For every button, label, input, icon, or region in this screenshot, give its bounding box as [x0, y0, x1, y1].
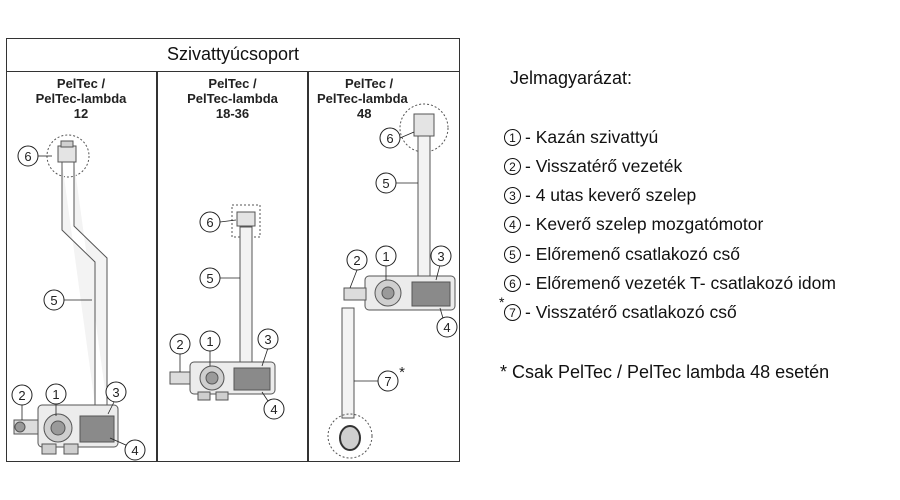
return-connector: [169, 371, 191, 385]
column-header-line: PelTec-lambda: [35, 91, 127, 106]
legend-text: - Előremenő vezeték T- csatlakozó idom: [525, 273, 836, 293]
callout-2: [11, 384, 33, 406]
column-header-line: 48: [357, 106, 372, 121]
callout-label: 5: [206, 271, 213, 286]
callout-label: 6: [24, 149, 31, 164]
supply-pipe: [61, 162, 108, 405]
column-header-line: 12: [73, 106, 89, 121]
callout-6: [199, 211, 221, 233]
callout-label: 7: [384, 374, 391, 389]
legend-star: *: [499, 294, 505, 310]
legend-item: 2 - Visszatérő vezeték: [504, 156, 682, 177]
callout-6: [379, 127, 401, 149]
column-header-18-36: PelTec / PelTec-lambda 18-36: [158, 76, 307, 121]
column-divider: [156, 72, 158, 462]
callout-2: [169, 333, 191, 355]
mixing-valve-motor: [233, 367, 271, 391]
callout-1: [375, 245, 397, 267]
legend-number: 1: [504, 129, 521, 146]
legend-item: 4 - Keverő szelep mozgatómotor: [504, 214, 763, 235]
callout-label: 2: [18, 388, 25, 403]
callout-5: [43, 289, 65, 311]
t-fitting: [236, 211, 256, 227]
callout-label: 3: [264, 332, 271, 347]
legend-text: - Előremenő csatlakozó cső: [525, 244, 740, 264]
callout-3: [257, 328, 279, 350]
callout-label: 3: [437, 249, 444, 264]
legend-text: - Kazán szivattyú: [525, 127, 659, 147]
legend-number: 3: [504, 187, 521, 204]
legend-title: Jelmagyarázat:: [510, 68, 633, 88]
callout-7: [377, 370, 399, 392]
callout-4: [263, 398, 285, 420]
legend-number: 4: [504, 216, 521, 233]
pump-assembly-48: [327, 103, 456, 459]
column-header-line: PelTec-lambda: [317, 91, 408, 106]
supply-pipe: [417, 135, 431, 277]
legend-item: 1 - Kazán szivattyú: [504, 127, 658, 148]
legend-text: - Visszatérő csatlakozó cső: [525, 302, 737, 322]
pump-assembly-12: [13, 134, 119, 455]
return-pipe: [341, 307, 355, 419]
callout-1: [199, 330, 221, 352]
column-header-48: PelTec / PelTec-lambda 48: [309, 76, 459, 121]
callout-label: 2: [353, 253, 360, 268]
footnote: * Csak PelTec / PelTec lambda 48 esetén: [500, 362, 830, 382]
t-fitting: [57, 145, 77, 163]
callout-label: 5: [50, 293, 57, 308]
legend-item: 6 - Előremenő vezeték T- csatlakozó idom: [504, 273, 836, 294]
legend-text: - Visszatérő vezeték: [525, 156, 683, 176]
column-divider: [307, 72, 309, 462]
pump-assembly-18-36: [169, 204, 276, 401]
legend-text: - 4 utas keverő szelep: [525, 185, 697, 205]
legend-item: 3 - 4 utas keverő szelep: [504, 185, 696, 206]
pump-group-table: [6, 38, 460, 462]
legend-number: 6: [504, 275, 521, 292]
callout-label: 1: [382, 249, 389, 264]
column-header-line: PelTec-lambda: [187, 91, 278, 106]
legend-number: 7: [504, 304, 521, 321]
column-header-line: PelTec /: [345, 76, 394, 91]
callout-label: 4: [443, 320, 450, 335]
mixing-valve-motor: [411, 281, 451, 307]
callout-1: [45, 383, 67, 405]
column-header-line: PelTec /: [56, 76, 106, 91]
callout-label: 6: [206, 215, 213, 230]
callout-6: [17, 145, 39, 167]
table-title: Szivattyúcsoport: [6, 38, 460, 72]
callout-5: [199, 267, 221, 289]
supply-pipe: [239, 226, 253, 368]
legend-number: 5: [504, 246, 521, 263]
column-header-line: 18-36: [215, 106, 250, 121]
callout-label: 6: [386, 131, 393, 146]
callout-label: 2: [176, 337, 183, 352]
legend-text: - Keverő szelep mozgatómotor: [525, 214, 764, 234]
callout-label: 4: [270, 402, 277, 417]
return-connector: [343, 287, 367, 301]
callout-2: [346, 249, 368, 271]
callout-5: [375, 172, 397, 194]
legend-item: 7 - Visszatérő csatlakozó cső: [504, 302, 737, 323]
callout-label: 1: [206, 334, 213, 349]
legend-number: 2: [504, 158, 521, 175]
callout-star: *: [399, 364, 405, 381]
callout-label: 4: [131, 443, 138, 458]
column-header-line: PelTec /: [208, 76, 257, 91]
legend-item: 5 - Előremenő csatlakozó cső: [504, 244, 740, 265]
callout-4: [124, 439, 146, 461]
mixing-valve-motor: [79, 415, 115, 443]
callout-3: [430, 245, 452, 267]
callout-3: [105, 381, 127, 403]
callout-4: [436, 316, 458, 338]
callout-label: 5: [382, 176, 389, 191]
callout-label: 3: [112, 385, 119, 400]
callout-label: 1: [52, 387, 59, 402]
t-fitting: [413, 113, 435, 137]
column-header-12: PelTec / PelTec-lambda 12: [6, 76, 156, 121]
return-fitting-highlight: [327, 413, 373, 459]
